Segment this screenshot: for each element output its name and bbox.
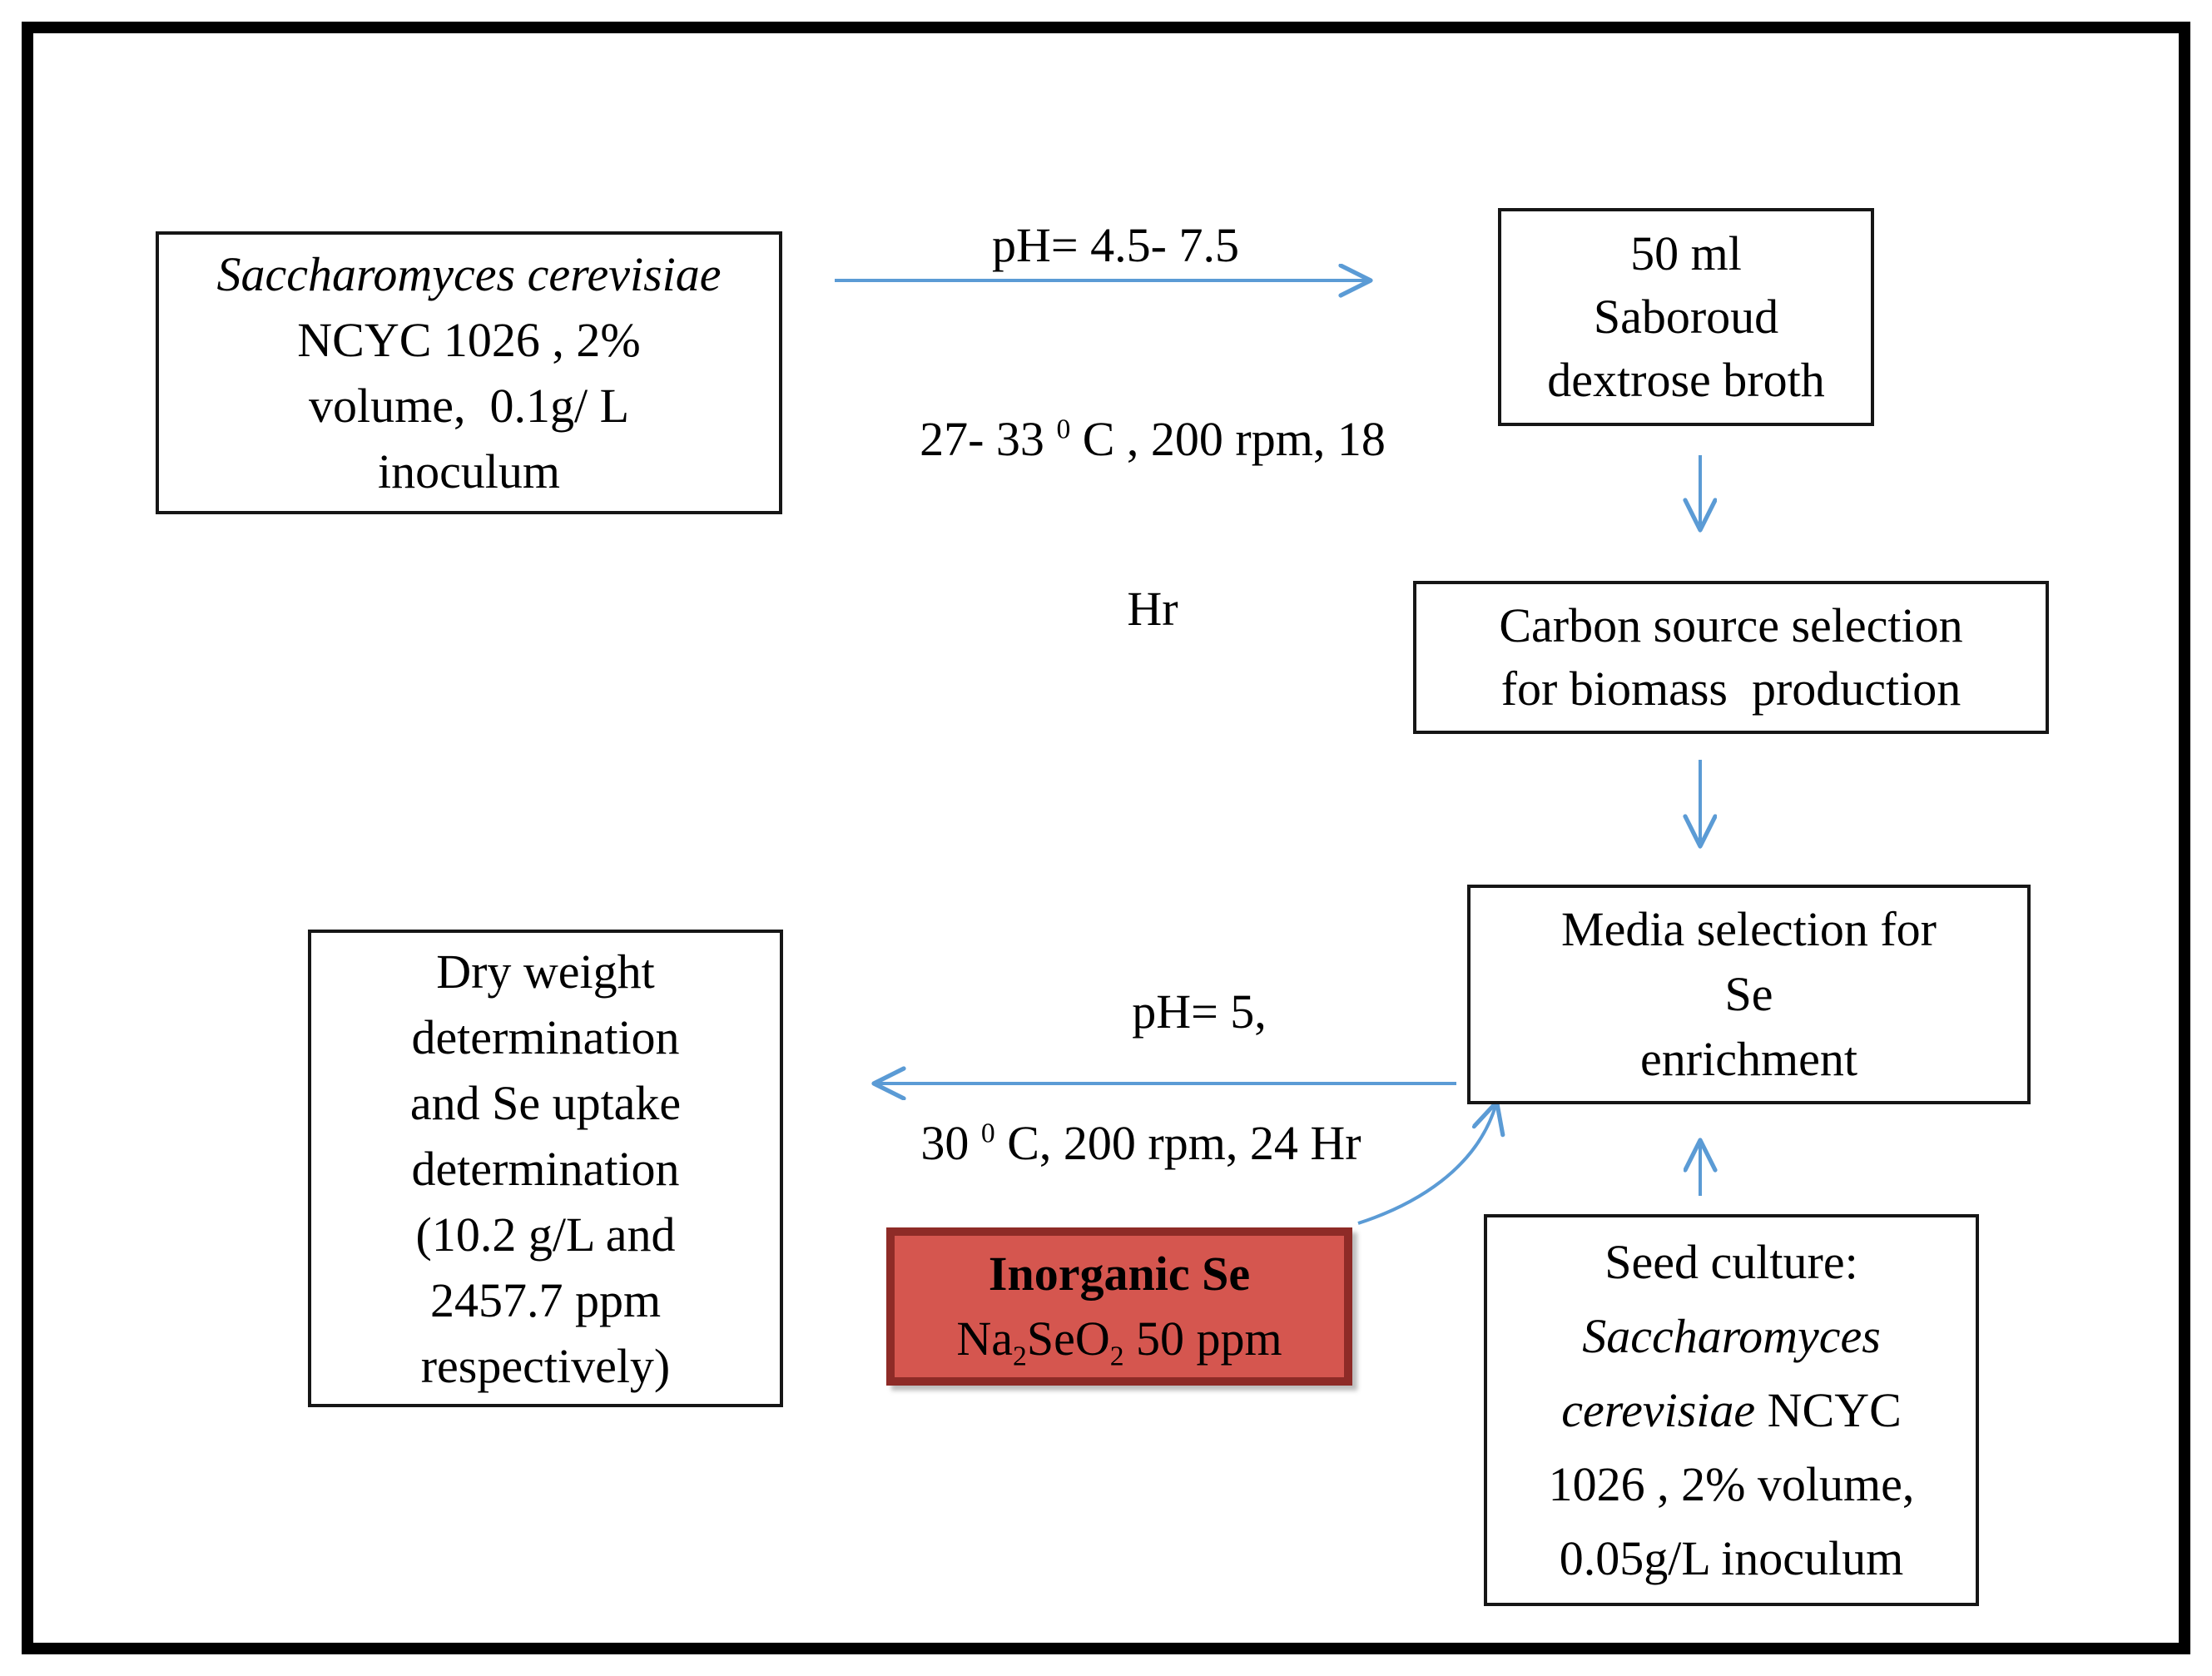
arrow1-cond-sup: 0 (1056, 414, 1071, 445)
carbon-line-1: Carbon source selection (1499, 598, 1963, 652)
strain-box: Saccharomyces cerevisiae NCYC 1026 , 2% … (156, 231, 782, 514)
dry-line-2: determination (411, 1009, 680, 1064)
inorganic-line-1: Inorganic Se (988, 1247, 1251, 1301)
seed-line-1: Seed culture: (1604, 1235, 1858, 1289)
broth-line-2: Saboroud (1593, 290, 1779, 344)
seed-culture-box: Seed culture: Saccharomyces cerevisiae N… (1484, 1214, 1979, 1606)
dry-weight-box: Dry weight determination and Se uptake d… (308, 930, 783, 1407)
seed-line-5: 0.05g/L inoculum (1559, 1531, 1904, 1585)
strain-line-3: volume, 0.1g/ L (308, 379, 629, 433)
strain-line-4: inoculum (377, 444, 561, 498)
arrow1-label-top: pH= 4.5- 7.5 (992, 218, 1239, 272)
dry-line-4: determination (411, 1141, 680, 1196)
dry-line-5: (10.2 g/L and (415, 1207, 676, 1262)
media-line-1: Media selection for (1561, 902, 1937, 956)
media-line-2: Se (1724, 967, 1773, 1021)
arrow4-cond-post: C, 200 rpm, 24 Hr (994, 1116, 1361, 1170)
broth-line-3: dextrose broth (1547, 353, 1825, 407)
strain-line-1: Saccharomyces cerevisiae (216, 247, 722, 301)
media-line-3: enrichment (1640, 1032, 1857, 1086)
seed-line-3-rest: NCYC (1755, 1383, 1902, 1437)
seed-line-3: cerevisiae NCYC (1561, 1373, 1902, 1447)
arrow4-label-bottom: 30 0 C, 200 rpm, 24 Hr (850, 1115, 1432, 1172)
dry-line-6: 2457.7 ppm (429, 1272, 662, 1327)
strain-line-2: NCYC 1026 , 2% (297, 313, 641, 367)
arrow4-cond-sup: 0 (980, 1118, 995, 1149)
formula-seo: SeO (1026, 1312, 1110, 1366)
formula-na: Na (956, 1312, 1013, 1366)
carbon-source-box: Carbon source selection for biomass prod… (1413, 581, 2049, 734)
arrow4-label-top: pH= 5, (1132, 984, 1267, 1039)
arrow1-label-conditions: 27- 33 0 C , 200 rpm, 18 (861, 411, 1444, 468)
inorganic-se-box: Inorganic Se Na2SeO2 50 ppm (886, 1227, 1352, 1386)
dry-line-7: respectively) (420, 1338, 671, 1393)
media-selection-box: Media selection for Se enrichment (1467, 885, 2031, 1104)
dry-line-3: and Se uptake (409, 1075, 682, 1130)
arrow1-label-hr: Hr (1127, 582, 1178, 636)
dry-line-1: Dry weight (436, 944, 655, 999)
seed-line-2: Saccharomyces (1582, 1309, 1881, 1363)
formula-ppm: 50 ppm (1123, 1312, 1282, 1366)
formula-sub-1: 2 (1013, 1341, 1027, 1372)
arrow1-cond-post: C , 200 rpm, 18 (1070, 412, 1386, 466)
inorganic-formula: Na2SeO2 50 ppm (956, 1307, 1282, 1371)
seed-line-4: 1026 , 2% volume, (1548, 1457, 1915, 1511)
arrow1-label-bottom: 27- 33 0 C , 200 rpm, 18 Hr (861, 298, 1444, 751)
formula-sub-2: 2 (1109, 1341, 1124, 1372)
carbon-line-2: for biomass production (1500, 662, 1962, 716)
seed-line-3-italic: cerevisiae (1561, 1383, 1756, 1437)
broth-box: 50 ml Saboroud dextrose broth (1498, 208, 1874, 426)
broth-line-1: 50 ml (1630, 226, 1742, 280)
arrow4-cond-pre: 30 (920, 1116, 981, 1170)
arrow1-cond-pre: 27- 33 (920, 412, 1057, 466)
